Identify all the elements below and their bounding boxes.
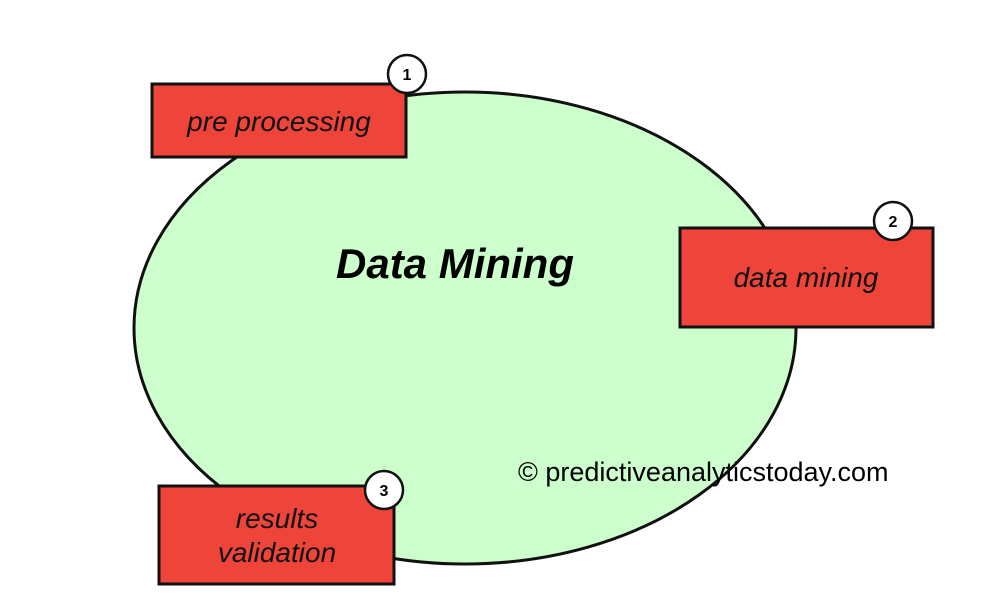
step-3-badge [363,469,405,511]
step-2-badge [872,200,914,242]
step-3-label-line-2: validation [218,537,336,568]
step-2-number: 2 [889,214,898,231]
copyright-text: © predictiveanalyticstoday.com [518,457,889,487]
step-1-box [150,82,408,159]
step-3-number: 3 [380,483,389,500]
step-1-number: 1 [403,67,412,84]
step-2-box [678,226,935,329]
step-3-box [157,484,396,586]
step-pre-processing: pre processing 1 [150,53,428,159]
step-3-label-line-1: results [236,503,318,534]
step-2-label: data mining [734,262,879,293]
step-data-mining: data mining 2 [678,200,935,329]
step-1-label: pre processing [186,106,371,137]
step-1-badge [386,53,428,95]
diagram-title: Data Mining [336,240,574,287]
step-results-validation: results validation 3 [157,469,405,586]
